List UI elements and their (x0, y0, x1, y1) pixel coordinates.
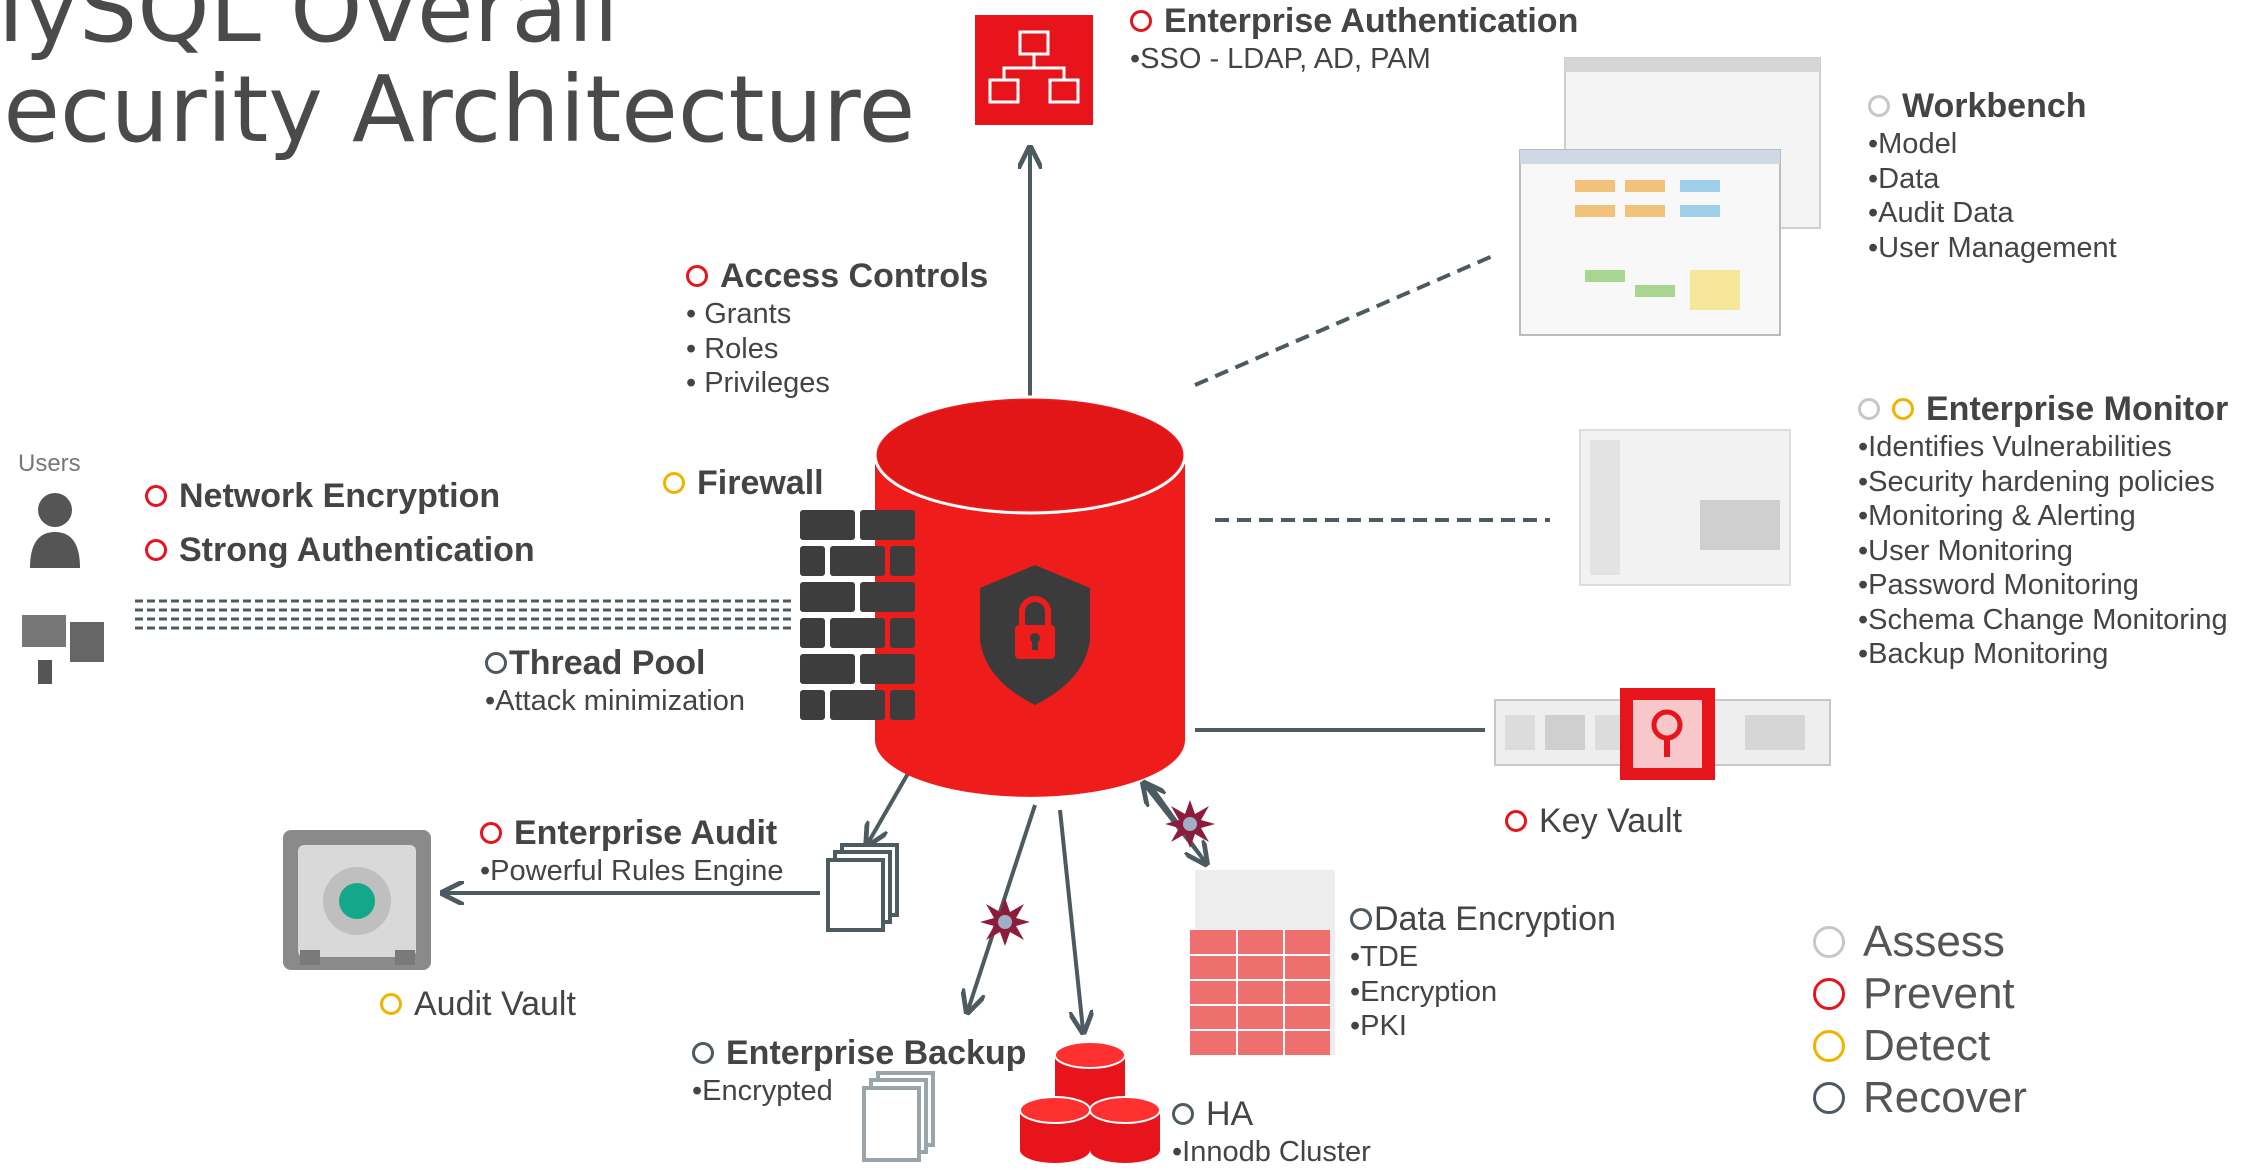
ha-title: HA (1206, 1095, 1254, 1133)
legend-item-detect: Detect (1813, 1020, 2027, 1072)
ha-block: HA •Innodb Cluster (1172, 1093, 1371, 1170)
connector-to-ha (1058, 809, 1083, 1030)
strong-authentication-title: Strong Authentication (179, 531, 535, 569)
enterprise-backup-title: Enterprise Backup (726, 1034, 1027, 1072)
list-item: •Audit Data (1868, 197, 2014, 229)
user-person-icon (30, 493, 80, 568)
enterprise-audit-block: Enterprise Audit •Powerful Rules Engine (480, 812, 784, 889)
list-item: •Data (1868, 162, 1940, 195)
recover-legend-icon (1813, 1082, 1845, 1114)
enterprise-monitor-screenshot (1579, 429, 1791, 586)
thread-pool-title: Thread Pool (509, 644, 706, 682)
legend-item-assess: Assess (1813, 916, 2027, 968)
firewall-icon (800, 510, 915, 720)
connector-to-audit-doc (868, 769, 912, 843)
firewall-title: Firewall (697, 464, 824, 502)
list-item: •Innodb Cluster (1172, 1136, 1371, 1168)
enterprise-authentication-block: Enterprise Authentication •SSO - LDAP, A… (1130, 0, 1578, 77)
audit-vault-title: Audit Vault (414, 985, 576, 1023)
recover-indicator-icon (1172, 1103, 1194, 1125)
key-vault-icon (1494, 688, 1831, 780)
list-item: • Privileges (686, 367, 830, 399)
data-encryption-block: Data Encryption •TDE •Encryption •PKI (1350, 898, 1616, 1044)
list-item: • Roles (686, 332, 779, 365)
legend: Assess Prevent Detect Recover (1813, 916, 2027, 1124)
thread-pool-block: Thread Pool •Attack minimization (485, 642, 745, 719)
shield-lock-icon (980, 565, 1090, 705)
list-item: •Backup Monitoring (1858, 638, 2109, 670)
user-network-lines (135, 599, 795, 630)
access-controls-title: Access Controls (720, 257, 989, 295)
assess-indicator-icon (1858, 398, 1880, 420)
list-item: •Encryption (1350, 975, 1498, 1008)
network-encryption-title: Network Encryption (179, 477, 501, 515)
prevent-indicator-icon (1505, 810, 1527, 832)
data-encryption-title: Data Encryption (1374, 900, 1616, 938)
prevent-indicator-icon (145, 539, 167, 561)
enterprise-authentication-title: Enterprise Authentication (1164, 2, 1579, 40)
enterprise-authentication-icon (975, 15, 1093, 125)
assess-legend-icon (1813, 926, 1845, 958)
list-item: •Encrypted (692, 1075, 833, 1107)
enterprise-backup-block: Enterprise Backup •Encrypted (692, 1032, 1026, 1109)
page-title: MySQL Overall Security Architecture (0, 0, 915, 160)
workbench-title: Workbench (1902, 87, 2087, 125)
assess-indicator-icon (1868, 95, 1890, 117)
data-encryption-icon (1190, 870, 1335, 1055)
access-controls-block: Access Controls • Grants • Roles • Privi… (686, 255, 988, 401)
recover-indicator-icon (485, 652, 507, 674)
prevent-indicator-icon (145, 485, 167, 507)
detect-legend-icon (1813, 1030, 1845, 1062)
workbench-screenshot (1519, 57, 1821, 336)
list-item: •Monitoring & Alerting (1858, 500, 2136, 532)
key-vault-title: Key Vault (1539, 802, 1683, 840)
connector-to-backup (968, 804, 1037, 1010)
list-item: •SSO - LDAP, AD, PAM (1130, 43, 1431, 75)
list-item: •Model (1868, 128, 1958, 160)
prevent-legend-icon (1813, 978, 1845, 1010)
enterprise-monitor-block: Enterprise Monitor •Identifies Vulnerabi… (1858, 388, 2228, 672)
network-block: Network Encryption Strong Authentication (145, 475, 535, 571)
list-item: •Identifies Vulnerabilities (1858, 431, 2172, 463)
list-item: •PKI (1350, 1010, 1407, 1042)
enterprise-audit-title: Enterprise Audit (514, 814, 778, 852)
prevent-indicator-icon (480, 822, 502, 844)
recover-indicator-icon (692, 1042, 714, 1064)
list-item: •Security hardening policies (1858, 465, 2215, 498)
backup-documents-icon (862, 1071, 935, 1162)
firewall-block: Firewall (663, 462, 824, 504)
list-item: •Powerful Rules Engine (480, 855, 784, 887)
detect-indicator-icon (1892, 398, 1914, 420)
audit-vault-icon (283, 830, 431, 970)
list-item: •User Monitoring (1858, 534, 2073, 567)
list-item: • Grants (686, 298, 792, 330)
title-line-1: MySQL Overall (0, 0, 619, 63)
list-item: •Attack minimization (485, 685, 745, 717)
audit-document-icon (826, 843, 899, 932)
title-line-2: Security Architecture (0, 56, 916, 163)
list-item: •Schema Change Monitoring (1858, 603, 2228, 636)
workbench-block: Workbench •Model •Data •Audit Data •User… (1868, 85, 2117, 265)
legend-item-prevent: Prevent (1813, 968, 2027, 1020)
list-item: •User Management (1868, 231, 2117, 264)
audit-vault-block: Audit Vault (380, 983, 576, 1025)
list-item: •Password Monitoring (1858, 569, 2139, 601)
recover-indicator-icon (1350, 908, 1372, 930)
key-vault-block: Key Vault (1505, 800, 1682, 842)
enterprise-monitor-title: Enterprise Monitor (1926, 390, 2229, 428)
legend-item-recover: Recover (1813, 1072, 2027, 1124)
detect-indicator-icon (380, 993, 402, 1015)
detect-indicator-icon (663, 472, 685, 494)
user-devices-icon (22, 615, 104, 684)
connector-to-workbench (1194, 253, 1496, 387)
list-item: •TDE (1350, 941, 1419, 973)
ha-cluster-icon (1019, 1041, 1161, 1163)
prevent-indicator-icon (1130, 10, 1152, 32)
threat-starburst-icon (980, 800, 1215, 946)
prevent-indicator-icon (686, 265, 708, 287)
users-label: Users (18, 450, 81, 477)
